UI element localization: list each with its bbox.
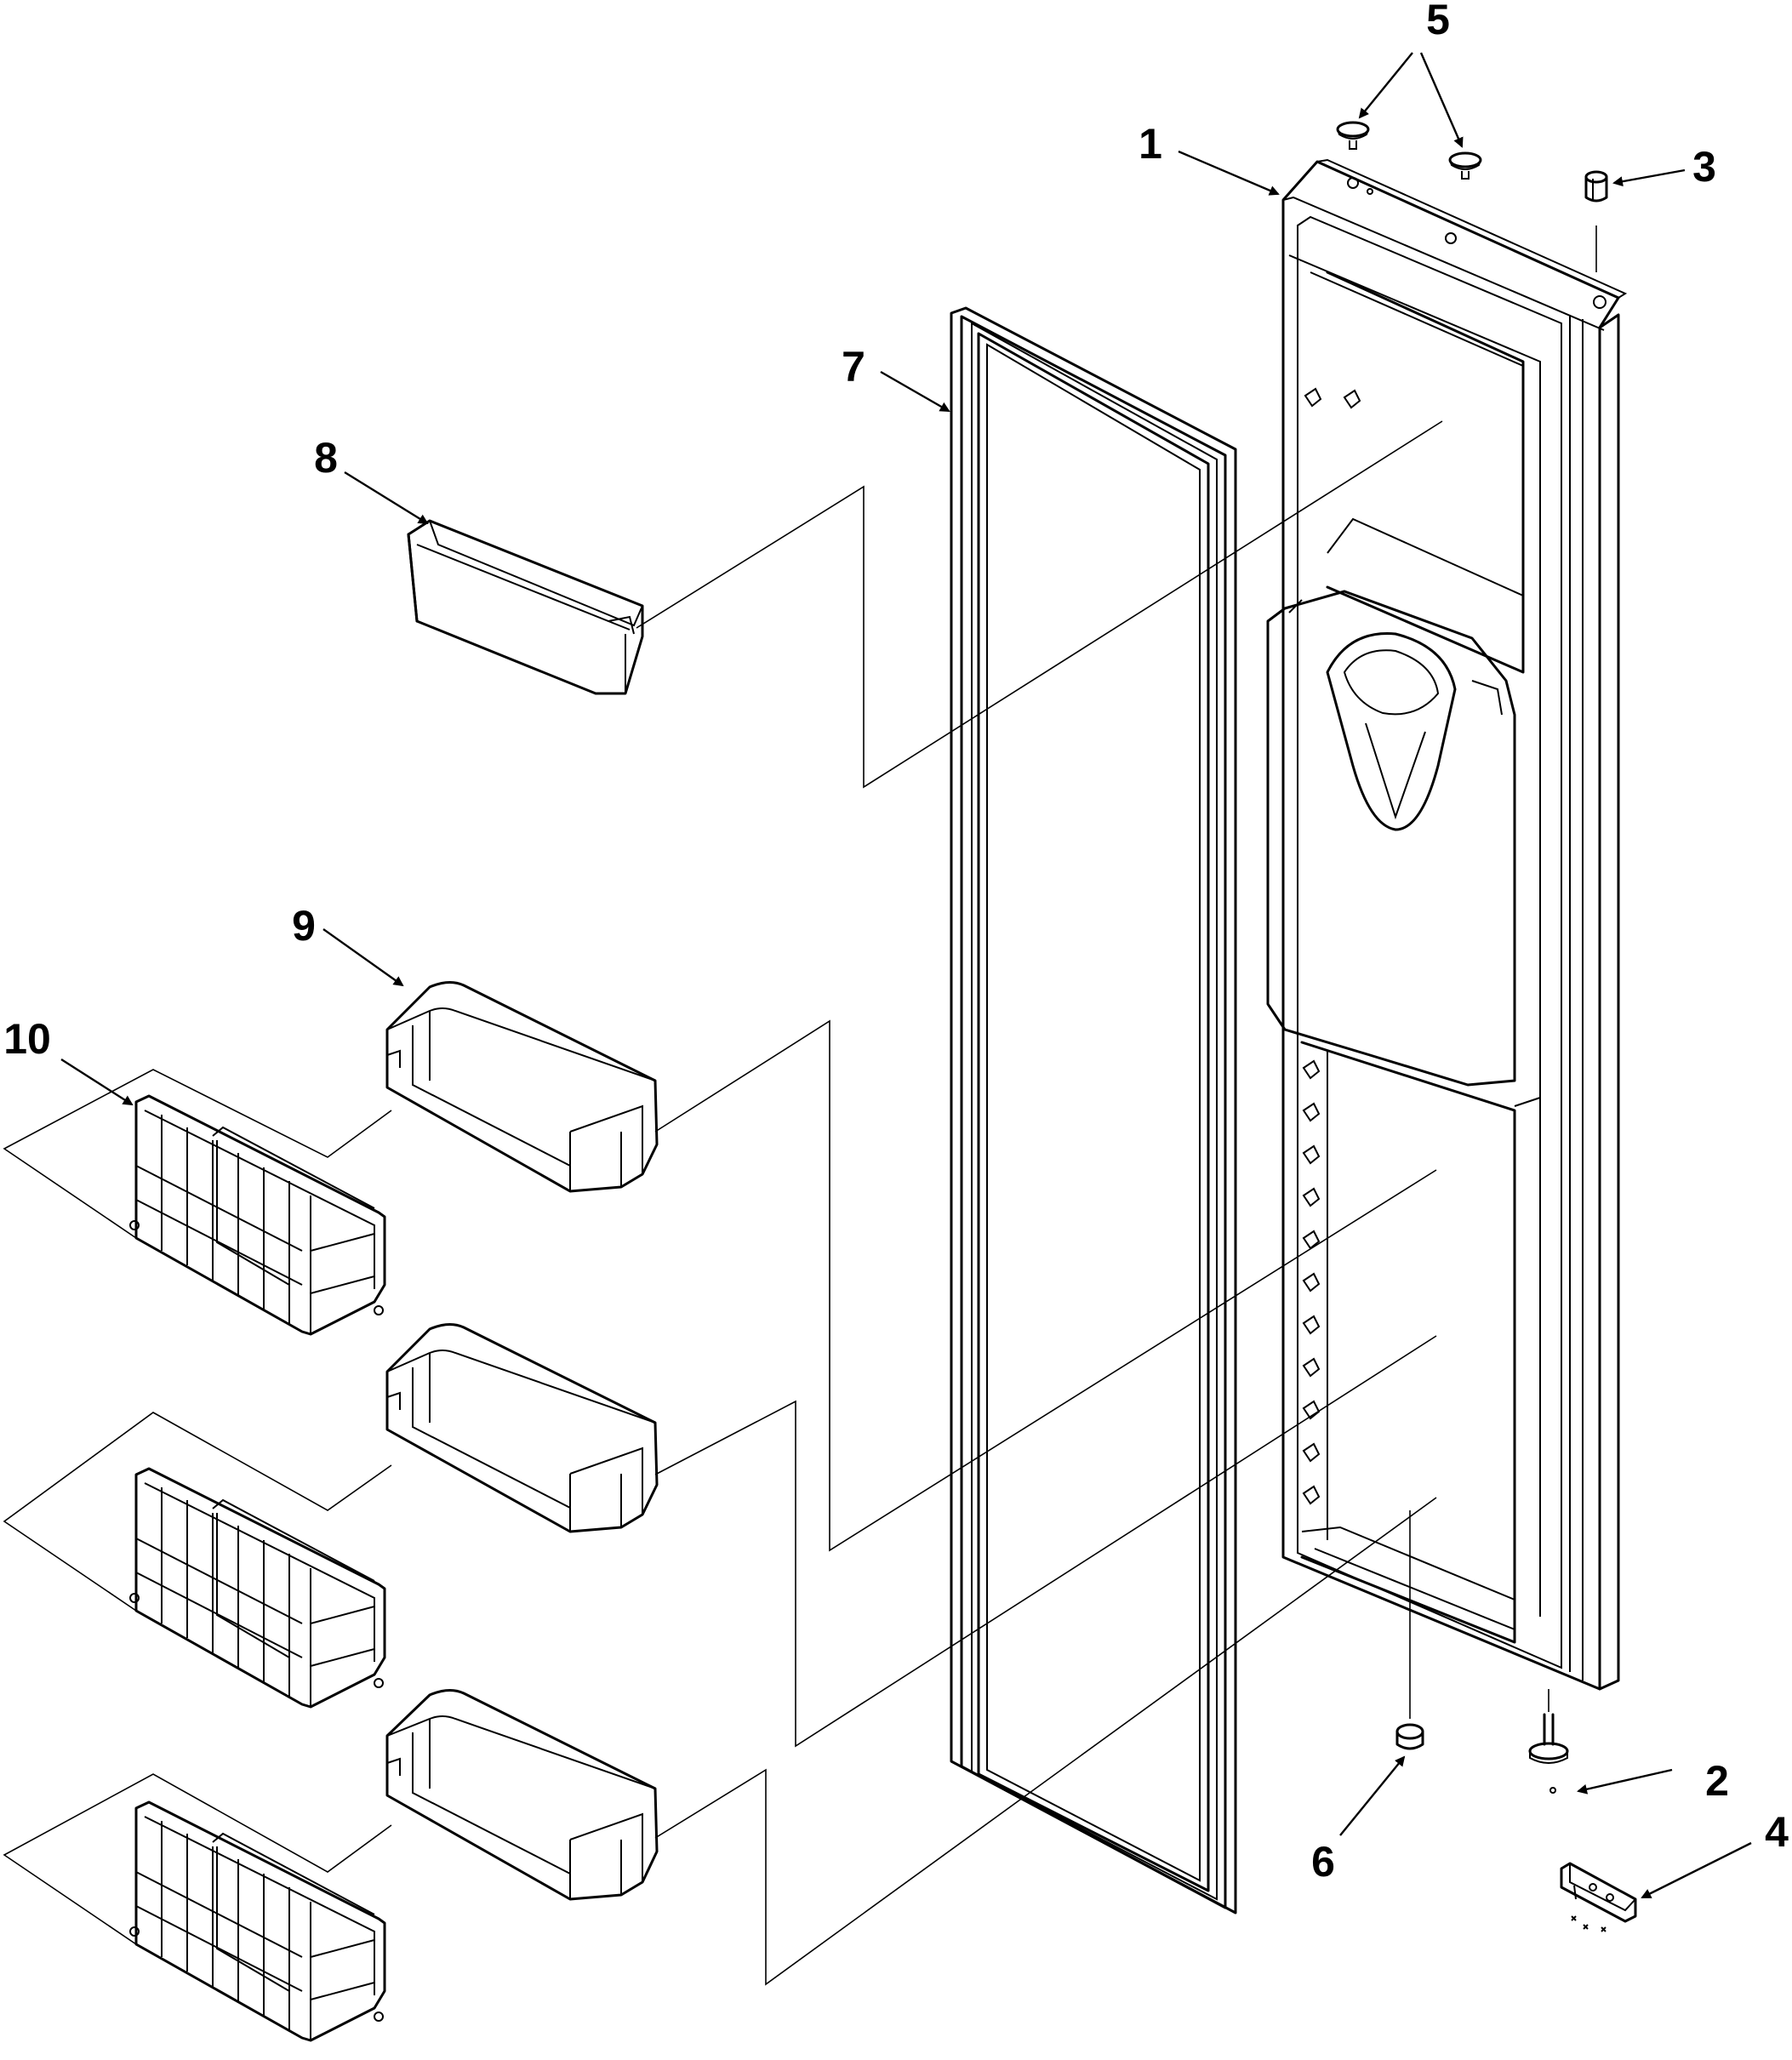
door-bin-middle <box>385 1323 659 1533</box>
hinge-bracket <box>1560 1862 1637 1932</box>
callout-1: 1 <box>1139 120 1162 168</box>
callout-labels: 1 2 3 4 5 6 7 8 9 10 <box>3 0 1789 1886</box>
callout-6: 6 <box>1311 1838 1335 1886</box>
wire-basket-top <box>129 1094 386 1336</box>
bottom-hinge-pin <box>1528 1713 1569 1794</box>
callout-3: 3 <box>1692 143 1716 191</box>
door-assembly <box>1266 158 1628 1691</box>
callout-8: 8 <box>314 434 338 482</box>
door-stop <box>1395 1723 1424 1750</box>
callout-7: 7 <box>842 343 865 391</box>
upper-door-bin <box>407 519 644 695</box>
hinge-bushing <box>1584 170 1608 203</box>
callout-9: 9 <box>292 902 316 950</box>
wire-basket-bottom <box>129 1800 386 2042</box>
callout-arrows <box>60 52 1752 1899</box>
wire-basket-middle <box>129 1467 386 1709</box>
door-gasket <box>950 306 1237 1914</box>
door-plug-right <box>1448 151 1482 180</box>
door-plug-left <box>1336 121 1370 150</box>
leader-lines <box>3 225 1597 1986</box>
callout-5: 5 <box>1426 0 1450 43</box>
door-bin-top <box>385 981 659 1193</box>
callout-4: 4 <box>1765 1808 1789 1856</box>
door-bin-bottom <box>385 1689 659 1901</box>
callout-10: 10 <box>3 1015 51 1063</box>
callout-2: 2 <box>1705 1757 1729 1805</box>
